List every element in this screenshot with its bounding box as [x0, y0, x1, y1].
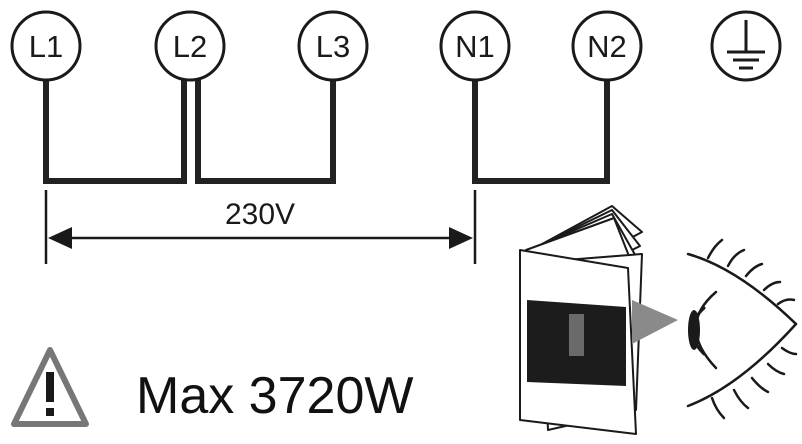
wires — [43, 78, 610, 184]
terminal-l2-label: L2 — [173, 29, 207, 64]
terminal-n1: N1 — [439, 10, 511, 82]
terminal-l1-label: L1 — [29, 29, 63, 64]
wire-l1-l2 — [43, 78, 187, 184]
terminal-l3-label: L3 — [316, 29, 350, 64]
wire-n1-n2 — [472, 78, 610, 184]
terminal-n1-label: N1 — [455, 29, 495, 64]
voltage-label: 230V — [225, 198, 295, 231]
terminal-l3: L3 — [297, 10, 369, 82]
terminal-l2: L2 — [154, 10, 226, 82]
terminal-n2: N2 — [571, 10, 643, 82]
arrowhead-left — [48, 227, 72, 249]
terminal-n2-label: N2 — [587, 29, 627, 64]
ground-icon — [710, 10, 782, 82]
terminal-l1: L1 — [10, 10, 82, 82]
arrowhead-right — [449, 227, 473, 249]
arrow-to-eye-icon — [632, 300, 678, 344]
warning-triangle-icon — [11, 347, 89, 427]
voltage-dimension — [44, 190, 477, 264]
manual-book-icon — [519, 205, 643, 435]
max-power-label: Max 3720W — [136, 367, 413, 425]
eye-icon — [686, 238, 798, 420]
wire-l2-l3 — [195, 78, 336, 184]
